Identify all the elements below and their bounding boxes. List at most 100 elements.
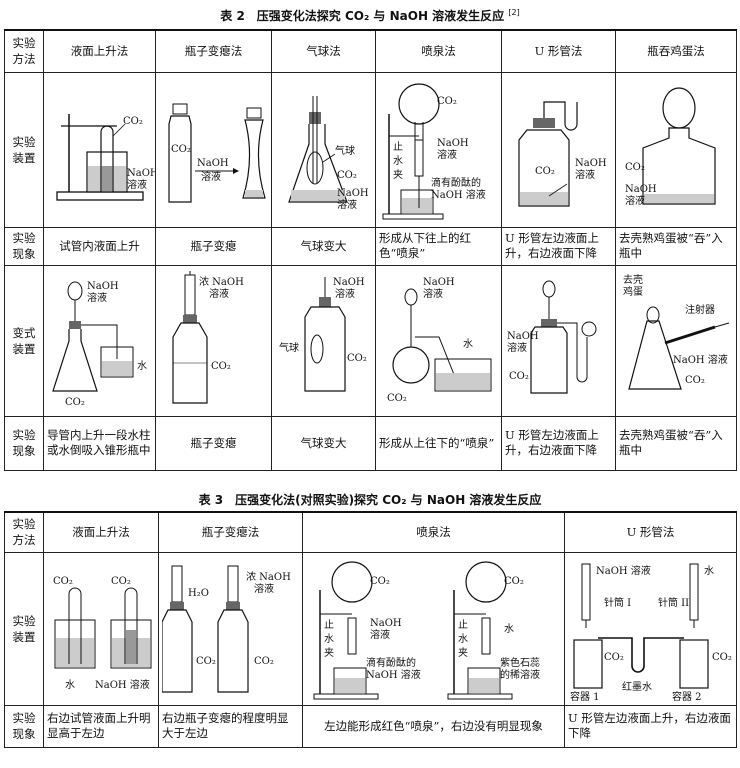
table2: 实验方法 液面上升法 瓶子变瘪法 气球法 喷泉法 U 形管法 瓶吞鸡蛋法 实验装…: [4, 29, 737, 471]
variant-u-tube: NaOH 溶液 CO₂: [501, 264, 616, 417]
label-co2: CO₂: [712, 652, 732, 663]
t3-apparatus-bottle: H₂O 浓 NaOH 溶液 CO₂ CO₂: [158, 551, 303, 706]
label-co2: CO₂: [504, 576, 524, 587]
label-co2: CO₂: [685, 375, 705, 386]
label-co2: CO₂: [387, 393, 407, 404]
label-naoh: NaOH: [127, 168, 156, 179]
row-label-phenomenon: 实验现象: [4, 226, 44, 266]
table2-caption: 表 2 压强变化法探究 CO₂ 与 NaOH 溶液发生反应 [2]: [0, 7, 740, 24]
label-water: 水: [463, 338, 473, 350]
method-cell: 喷泉法: [375, 29, 502, 73]
table2-phenomenon2-row: 实验现象 导管内上升一段水柱或水倒吸入锥形瓶中 瓶子变瘪 气球变大 形成从上往下…: [4, 415, 737, 471]
label-stop: 止: [458, 619, 468, 631]
apparatus-fountain: CO₂ NaOH 溶液 止 水 夹 滴有酚酞的 NaOH 溶液: [375, 71, 502, 228]
row-label-phenomenon: 实验现象: [4, 704, 44, 748]
phenomenon-cell: 去壳熟鸡蛋被“吞”入瓶中: [615, 226, 737, 266]
row-label-method: 实验方法: [4, 29, 44, 73]
phenomenon-cell: 试管内液面上升: [43, 226, 156, 266]
label-naoh: NaOH: [197, 158, 229, 169]
label-solution: 溶液: [127, 178, 147, 191]
label-water: 水: [458, 633, 468, 645]
label-naoh: NaOH: [337, 188, 369, 199]
table3-method-row: 实验方法 液面上升法 瓶子变瘪法 喷泉法 U 形管法: [4, 511, 737, 553]
label-container1: 容器 1: [570, 690, 600, 703]
label-water: 水: [65, 679, 75, 691]
label-co2: CO₂: [337, 170, 357, 181]
label-egg1: 去壳: [623, 273, 643, 286]
bottle-shrink-diagram: CO₂ NaOH 溶液: [168, 103, 266, 203]
method-cell: 液面上升法: [43, 511, 159, 553]
fountain-diagram: CO₂ NaOH 溶液 止 水 夹 滴有酚酞的 NaOH 溶液: [382, 82, 486, 219]
label-water: 水: [393, 155, 403, 167]
label-water: 水: [504, 623, 514, 635]
label-co2: CO₂: [604, 652, 624, 663]
label-co2: CO₂: [535, 166, 555, 177]
label-naoh-solution: NaOH 溶液: [673, 353, 728, 366]
label-solution: 溶液: [625, 194, 645, 207]
label-phenol2: NaOH 溶液: [366, 668, 421, 681]
label-syringe2: 针筒 II: [658, 596, 689, 609]
apparatus-u-tube: CO₂ NaOH 溶液: [501, 71, 616, 228]
label-solution: 溶液: [437, 148, 457, 161]
label-co2: CO₂: [171, 144, 191, 155]
label-co2: CO₂: [65, 397, 85, 408]
table2-method-row: 实验方法 液面上升法 瓶子变瘪法 气球法 喷泉法 U 形管法 瓶吞鸡蛋法: [4, 29, 737, 73]
label-clip: 夹: [393, 168, 403, 181]
label-clip: 夹: [458, 646, 468, 659]
row-label-phenomenon2: 实验现象: [4, 415, 44, 471]
phenomenon-cell: 右边瓶子变瘪的程度明显大于左边: [158, 704, 303, 748]
phenomenon-cell: U 形管左边液面上升，右边液面下降: [564, 704, 737, 748]
apparatus-liquid-rise: CO₂ NaOH 溶液: [43, 71, 156, 228]
label-red-ink: 红墨水: [622, 680, 652, 693]
t3-fountain-diagram: CO₂ NaOH 溶液 止 水 夹 滴有酚酞的 NaOH 溶液 CO₂ 水 止 …: [313, 560, 540, 699]
label-solution: 溶液: [209, 287, 229, 300]
phenomenon2-cell: U 形管左边液面上升，右边液面下降: [501, 415, 616, 471]
label-co2: CO₂: [347, 353, 367, 364]
label-litmus1: 紫色石蕊: [500, 656, 540, 669]
label-phenol2: NaOH 溶液: [431, 188, 486, 201]
liquid-rise-diagram: CO₂ NaOH 溶液: [56, 113, 156, 201]
phenomenon2-cell: 瓶子变瘪: [155, 415, 272, 471]
label-solution: 溶液: [335, 287, 355, 300]
label-syringe: 注射器: [685, 303, 715, 316]
phenomenon2-cell: 气球变大: [271, 415, 376, 471]
label-naoh: NaOH: [333, 277, 365, 288]
table3-apparatus-row: 实验装置 CO₂ CO₂ 水 NaOH 溶液: [4, 551, 737, 706]
label-solution: 溶液: [507, 341, 527, 354]
label-co2: CO₂: [625, 162, 645, 173]
table2-caption-ref: [2]: [508, 8, 520, 17]
phenomenon-cell: U 形管左边液面上升，右边液面下降: [501, 226, 616, 266]
method-cell: 瓶子变瘪法: [158, 511, 303, 553]
phenomenon2-cell: 形成从上往下的“喷泉”: [375, 415, 502, 471]
label-solution: 溶液: [370, 628, 390, 641]
row-label-apparatus: 实验装置: [4, 71, 44, 228]
variant-balloon: NaOH 溶液 气球 CO₂: [271, 264, 376, 417]
label-co2: CO₂: [370, 576, 390, 587]
label-phenol1: 滴有酚酞的: [431, 176, 481, 189]
row-label-method: 实验方法: [4, 511, 44, 553]
label-naoh: NaOH: [423, 277, 455, 288]
label-balloon: 气球: [279, 341, 299, 354]
label-egg2: 鸡蛋: [623, 285, 643, 298]
label-naoh: NaOH: [507, 331, 539, 342]
t3-u-tube-diagram: NaOH 溶液 水 针筒 I 针筒 II CO₂ CO₂ 容器 1 红墨水 容器…: [570, 563, 732, 703]
label-solution: 溶液: [337, 198, 357, 211]
apparatus-bottle-shrink: CO₂ NaOH 溶液: [155, 71, 272, 228]
label-water: 水: [704, 565, 714, 577]
phenomenon2-cell: 导管内上升一段水柱或水倒吸入锥形瓶中: [43, 415, 156, 471]
label-naoh: NaOH: [575, 158, 607, 169]
label-naoh: NaOH: [625, 184, 657, 195]
egg-diagram: CO₂ NaOH 溶液: [625, 86, 716, 207]
variant-egg-diagram: 去壳 鸡蛋 注射器 NaOH 溶液 CO₂: [623, 273, 730, 390]
row-label-variant: 变式装置: [4, 264, 44, 417]
label-co2: CO₂: [437, 96, 457, 107]
balloon-diagram: 气球 CO₂ NaOH 溶液: [288, 95, 369, 211]
t3-apparatus-u-tube: NaOH 溶液 水 针筒 I 针筒 II CO₂ CO₂ 容器 1 红墨水 容器…: [564, 551, 737, 706]
variant-liquid-rise-diagram: NaOH 溶液 水 CO₂: [52, 281, 147, 408]
label-co2: CO₂: [53, 576, 73, 587]
t3-apparatus-fountain: CO₂ NaOH 溶液 止 水 夹 滴有酚酞的 NaOH 溶液 CO₂ 水 止 …: [302, 551, 565, 706]
label-naoh: NaOH: [370, 618, 402, 629]
variant-u-tube-diagram: NaOH 溶液 CO₂: [507, 280, 597, 394]
phenomenon2-cell: 去壳熟鸡蛋被“吞”入瓶中: [615, 415, 737, 471]
label-h2o: H₂O: [188, 588, 209, 599]
